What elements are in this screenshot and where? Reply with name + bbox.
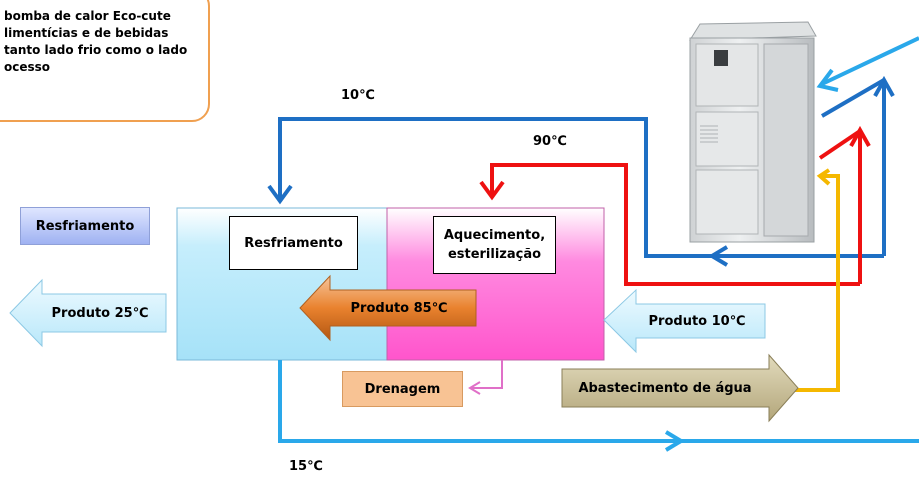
- drain-arrowhead: [468, 381, 481, 395]
- note-line-4: ocesso: [4, 60, 51, 74]
- cold-water-loop: [278, 117, 884, 258]
- hot-loop-arrowhead-up: [849, 125, 871, 147]
- temp-90c-label: 90℃: [533, 134, 567, 149]
- temp-10c-label: 10℃: [341, 88, 375, 103]
- cold-loop-arrowhead-down: [267, 184, 293, 205]
- product-in-arrow: [603, 288, 766, 354]
- hot-outlet-arrow: [818, 129, 862, 160]
- product-mid-arrow: [299, 274, 477, 342]
- supply-arrowhead: [816, 168, 831, 186]
- hot-water-loop: [490, 163, 860, 286]
- temp-15c-label: 15℃: [289, 459, 323, 474]
- cooling-process-box: Resfriamento: [229, 216, 358, 270]
- product-mid-label: Produto 85℃: [350, 300, 448, 316]
- cold-loop-arrowhead-left: [708, 245, 729, 267]
- note-line-2: limentícias e de bebidas: [4, 26, 169, 40]
- note-line-3: tanto lado frio como o lado: [4, 43, 188, 57]
- return-water-line: [278, 360, 919, 443]
- drain-line: [472, 360, 503, 389]
- product-out-label: Produto 25℃: [51, 305, 149, 321]
- product-in-label: Produto 10℃: [648, 313, 746, 329]
- description-note: bomba de calor Eco-cute limentícias e de …: [0, 0, 210, 122]
- water-supply-arrow: [561, 353, 799, 423]
- water-supply-label: Abastecimento de água: [578, 380, 752, 396]
- hot-loop-arrowhead-down: [479, 180, 505, 201]
- return-arrowhead: [664, 430, 685, 452]
- incoming-water-line: [821, 36, 919, 86]
- product-out-arrow: [9, 278, 167, 348]
- water-supply-line: [794, 174, 840, 392]
- incoming-arrowhead: [816, 68, 839, 92]
- cold-outlet-arrow: [820, 78, 886, 118]
- heat-pump-unit: [689, 21, 817, 243]
- cooling-tag: Resfriamento: [20, 207, 150, 245]
- heating-sterilization-box: Aquecimento, esterilização: [433, 216, 556, 274]
- drainage-tag: Drenagem: [342, 371, 463, 407]
- note-line-1: bomba de calor Eco-cute: [4, 9, 171, 23]
